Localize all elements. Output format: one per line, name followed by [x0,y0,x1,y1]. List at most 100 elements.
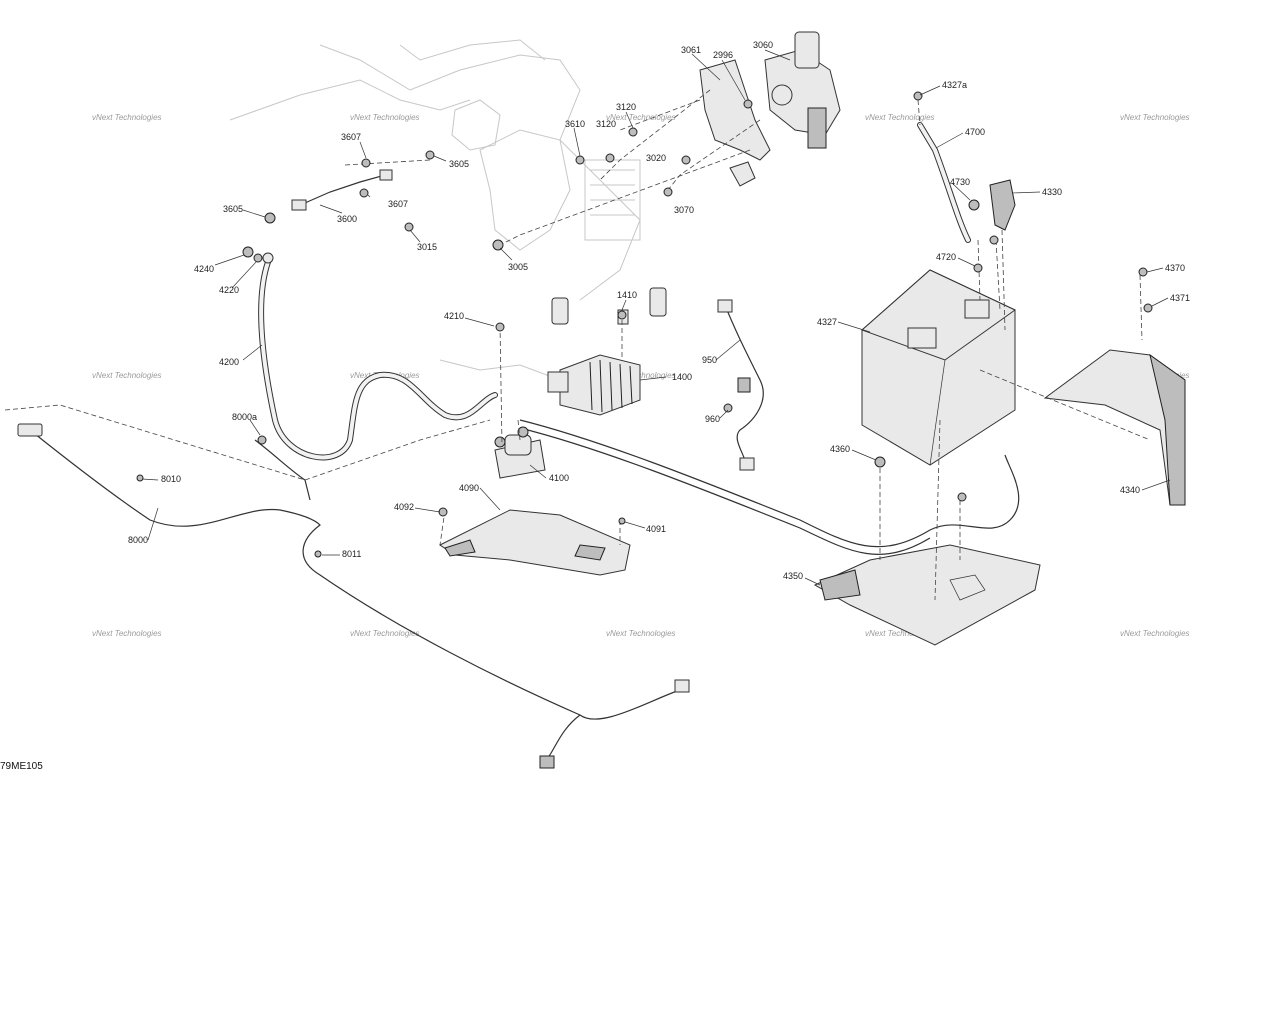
callout-1410[interactable]: 1410 [617,290,637,300]
harness-950[interactable] [717,299,764,471]
watermark: vNext Technologies [92,629,162,638]
connector-1410[interactable] [551,287,667,325]
washer-icon[interactable] [253,253,263,263]
callout-4730[interactable]: 4730 [950,177,970,187]
washer-icon[interactable] [973,263,983,273]
watermark: vNext Technologies [606,629,676,638]
clip-icon[interactable] [136,474,144,482]
callout-3015[interactable]: 3015 [417,242,437,252]
callout-3610[interactable]: 3610 [565,119,585,129]
callout-4371[interactable]: 4371 [1170,293,1190,303]
nut-icon[interactable] [495,322,505,332]
callout-3120[interactable]: 3120 [616,102,636,112]
solenoid-4100[interactable] [494,426,546,479]
steering-motor-assembly[interactable] [699,31,841,187]
callout-3070[interactable]: 3070 [674,205,694,215]
callout-960[interactable]: 960 [705,414,720,424]
callout-3605[interactable]: 3605 [449,159,469,169]
callout-4700[interactable]: 4700 [965,127,985,137]
callout-4090[interactable]: 4090 [459,483,479,493]
leader-lines [141,49,1171,586]
assembly-lines [4,89,1151,601]
callouts: 3061 2996 3060 3120 3120 3610 3020 3070 … [128,40,1190,581]
nut-icon[interactable] [404,222,414,232]
callout-4100[interactable]: 4100 [549,473,569,483]
battery-cable-4700[interactable] [917,122,971,243]
nut-icon[interactable] [359,188,369,198]
ground-cable-3600[interactable] [291,169,393,211]
voltage-regulator-1400[interactable] [547,354,641,416]
rivet-icon[interactable] [438,507,448,517]
battery-tray-4350[interactable] [813,544,1041,646]
bolt-icon[interactable] [989,235,999,245]
callout-4327a[interactable]: 4327a [942,80,967,90]
callout-3061[interactable]: 3061 [681,45,701,55]
ghost-frame [229,39,641,381]
solenoid-bracket-4090[interactable] [439,509,631,576]
bolt-icon[interactable] [1138,267,1148,277]
figure-code: 79ME105 [0,761,43,772]
callout-4370[interactable]: 4370 [1165,263,1185,273]
nut-icon[interactable] [628,127,638,137]
nut-icon[interactable] [242,246,254,258]
battery-4327[interactable] [861,269,1016,466]
bolt-icon[interactable] [617,310,627,320]
washer-icon[interactable] [1143,303,1153,313]
nut-icon[interactable] [492,239,504,251]
ground-harness-8000[interactable] [17,423,690,769]
watermark: vNext Technologies [865,113,935,122]
callout-2996[interactable]: 2996 [713,50,733,60]
callout-3020[interactable]: 3020 [646,153,666,163]
bolt-icon[interactable] [575,155,585,165]
rivet-icon[interactable] [874,456,886,468]
watermark: vNext Technologies [865,629,935,638]
nut-icon[interactable] [968,199,980,211]
callout-3120[interactable]: 3120 [596,119,616,129]
watermark: vNext Technologies [1120,113,1190,122]
battery-bracket-4340[interactable] [1043,349,1186,506]
callout-950[interactable]: 950 [702,355,717,365]
watermark: vNext Technologies [606,371,676,380]
bolt-icon[interactable] [913,91,923,101]
bolt-icon[interactable] [663,187,673,197]
battery-cable-4200[interactable] [258,252,498,461]
callout-3605[interactable]: 3605 [223,204,243,214]
nut-icon[interactable] [361,158,371,168]
callout-4350[interactable]: 4350 [783,571,803,581]
callout-8000[interactable]: 8000 [128,535,148,545]
watermark: vNext Technologies [92,371,162,380]
callout-4210[interactable]: 4210 [444,311,464,321]
main-harness [519,419,1020,555]
nut-icon[interactable] [605,153,615,163]
callout-4720[interactable]: 4720 [936,252,956,262]
callout-4340[interactable]: 4340 [1120,485,1140,495]
callout-1400[interactable]: 1400 [672,372,692,382]
callout-8010[interactable]: 8010 [161,474,181,484]
bolt-icon[interactable] [425,150,435,160]
callout-4200[interactable]: 4200 [219,357,239,367]
rivet-icon[interactable] [618,517,626,525]
callout-4220[interactable]: 4220 [219,285,239,295]
callout-3607[interactable]: 3607 [341,132,361,142]
callout-4091[interactable]: 4091 [646,524,666,534]
bolt-icon[interactable] [723,403,733,413]
callout-3060[interactable]: 3060 [753,40,773,50]
callout-4092[interactable]: 4092 [394,502,414,512]
bolt-icon[interactable] [264,212,276,224]
callout-4360[interactable]: 4360 [830,444,850,454]
nut-icon[interactable] [681,155,691,165]
clip-icon[interactable] [257,435,267,445]
callout-8000a[interactable]: 8000a [232,412,257,422]
callout-3600[interactable]: 3600 [337,214,357,224]
callout-3005[interactable]: 3005 [508,262,528,272]
callout-8011[interactable]: 8011 [342,549,361,559]
rivet-icon[interactable] [957,492,967,502]
callout-4330[interactable]: 4330 [1042,187,1062,197]
terminal-cover-4330[interactable] [989,179,1016,231]
clip-icon[interactable] [314,550,322,558]
callout-3607[interactable]: 3607 [388,199,408,209]
callout-4327[interactable]: 4327 [817,317,837,327]
callout-4240[interactable]: 4240 [194,264,214,274]
bolt-icon[interactable] [743,99,753,109]
